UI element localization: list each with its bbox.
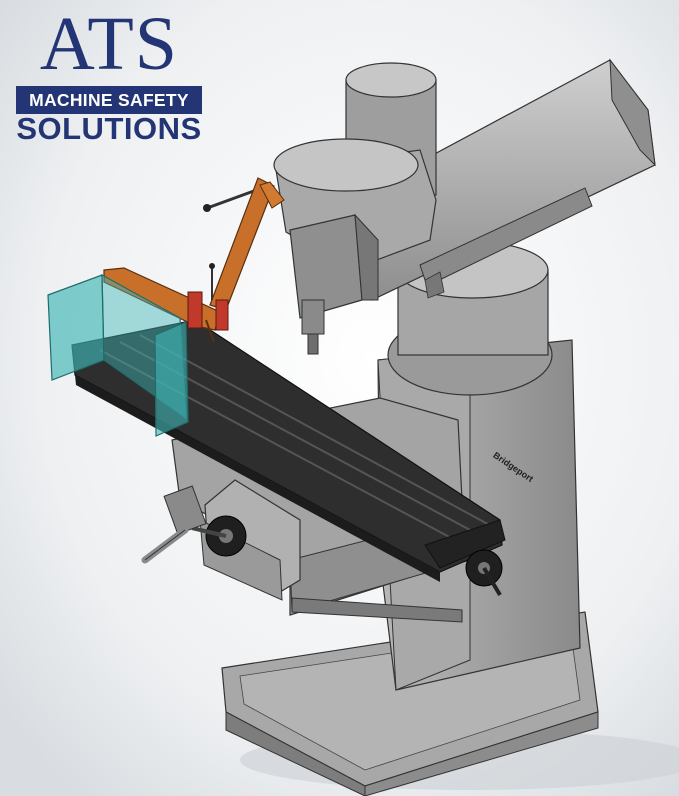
spindle-head	[273, 62, 437, 355]
interlock-switch	[187, 291, 229, 343]
ats-logo: ATS MACHINE SAFETY SOLUTIONS	[14, 2, 204, 146]
knee-crank-handle	[141, 485, 207, 564]
logo-sub-text: SOLUTIONS	[16, 111, 202, 146]
table-handwheel-right	[465, 549, 503, 597]
logo-wordmark: ATS	[39, 2, 179, 86]
table-handwheel-left	[191, 515, 247, 557]
chip-shield	[47, 273, 189, 437]
logo-band-text: MACHINE SAFETY	[16, 86, 202, 114]
